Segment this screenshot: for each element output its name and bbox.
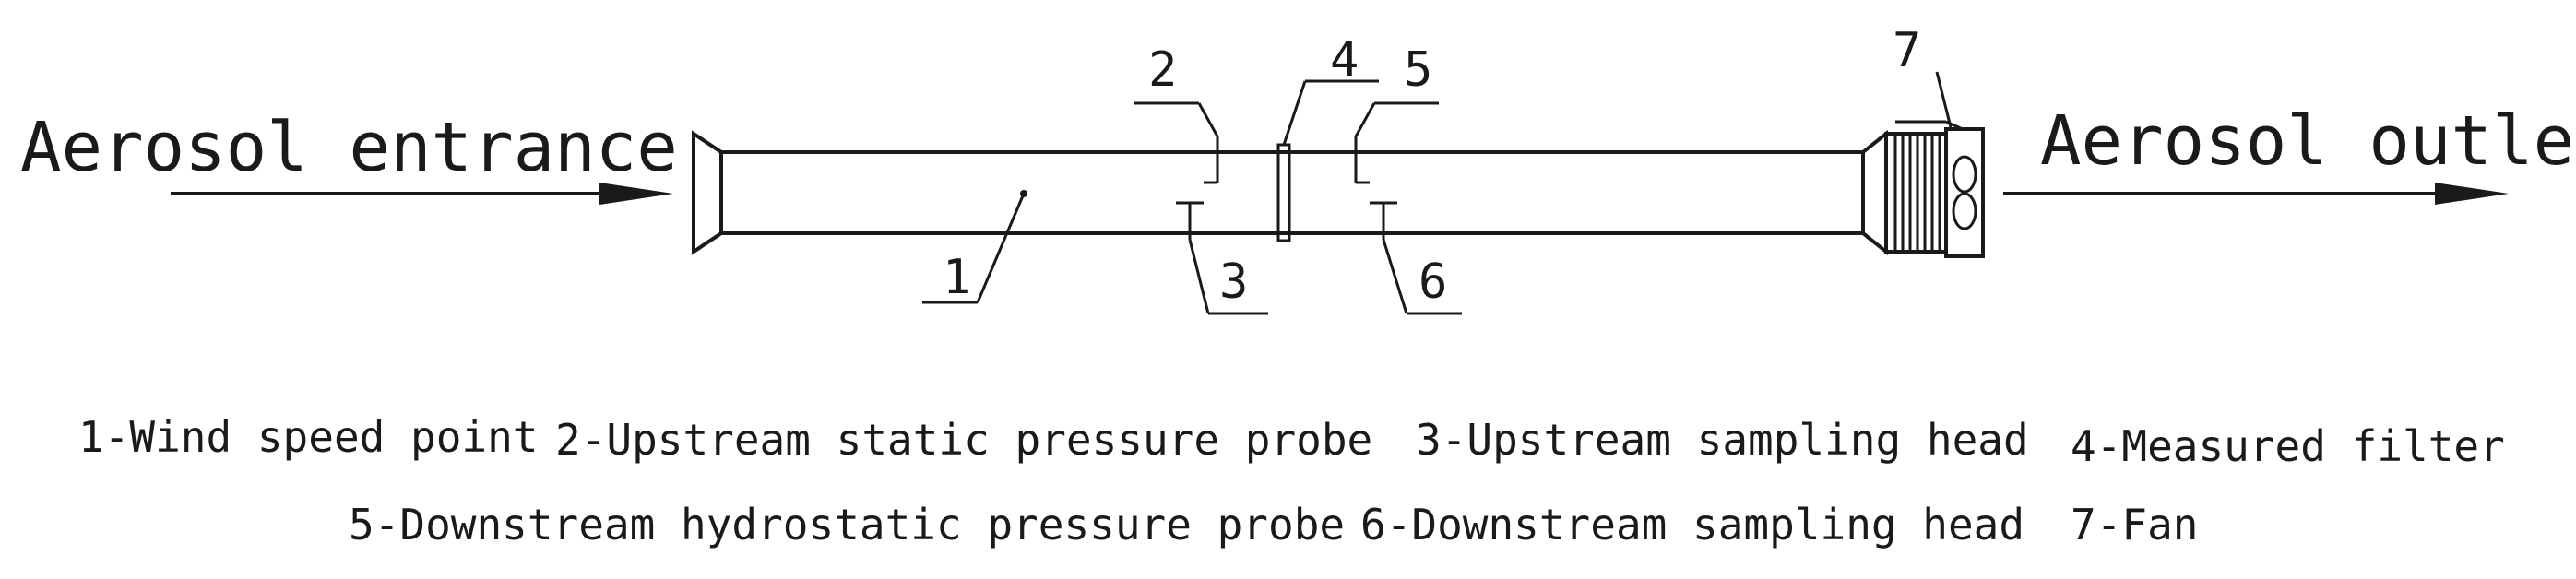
duct-tube xyxy=(721,150,1863,235)
component-number-2: 2 xyxy=(1148,42,1177,98)
wind-speed-point: 1 xyxy=(922,190,1027,305)
legend-item-4: 4-Measured filter xyxy=(2071,421,2505,471)
outlet-arrow xyxy=(2003,183,2509,205)
legend: 1-Wind speed point 2-Upstream static pre… xyxy=(78,412,2505,549)
legend-item-3: 3-Upstream sampling head xyxy=(1416,415,2029,465)
component-number-7: 7 xyxy=(1893,23,1921,78)
upstream-static-pressure-probe: 2 xyxy=(1134,42,1219,184)
downstream-sampling-head: 6 xyxy=(1370,201,1462,315)
legend-item-6: 6-Downstream sampling head xyxy=(1360,500,2024,549)
measured-filter: 4 xyxy=(1276,32,1379,242)
component-number-5: 5 xyxy=(1404,42,1432,98)
component-number-1: 1 xyxy=(943,250,971,305)
component-number-4: 4 xyxy=(1330,32,1359,88)
legend-item-5: 5-Downstream hydrostatic pressure probe xyxy=(349,500,1345,549)
aerosol-outlet-label: Aerosol outlet xyxy=(2040,101,2576,181)
inlet-bell-mouth xyxy=(692,130,723,255)
aerosol-entrance-label: Aerosol entrance xyxy=(20,108,678,187)
inlet-arrow xyxy=(171,183,673,205)
component-number-3: 3 xyxy=(1219,254,1248,310)
downstream-hydrostatic-pressure-probe: 5 xyxy=(1354,42,1439,184)
component-number-6: 6 xyxy=(1419,254,1447,310)
legend-item-7: 7-Fan xyxy=(2071,500,2198,549)
legend-item-1: 1-Wind speed point xyxy=(78,412,539,462)
legend-item-2: 2-Upstream static pressure probe xyxy=(555,415,1372,465)
upstream-sampling-head: 3 xyxy=(1176,201,1268,315)
fan-unit: 7 xyxy=(1861,23,1985,258)
fan-blades-icon xyxy=(1952,155,1977,230)
fan-fins xyxy=(1893,134,1941,252)
